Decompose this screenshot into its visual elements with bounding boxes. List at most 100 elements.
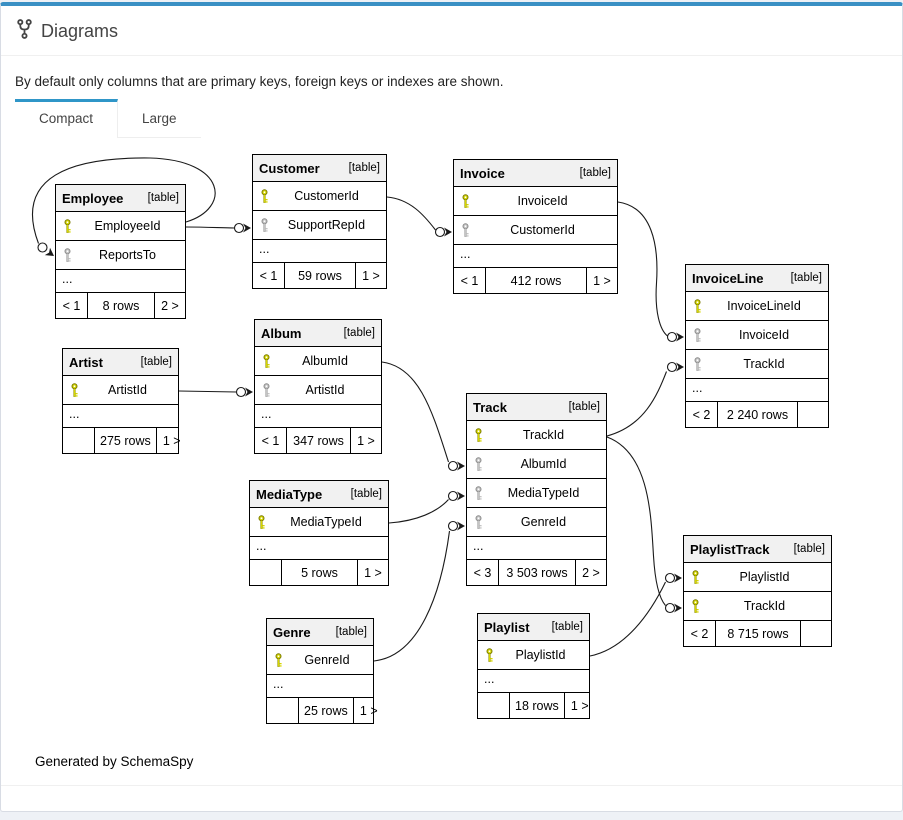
table-badge: [table] bbox=[148, 192, 179, 204]
column-name: GenreId bbox=[521, 515, 566, 529]
card-footer bbox=[1, 785, 902, 815]
column-name: InvoiceId bbox=[517, 194, 567, 208]
primary-key-icon bbox=[484, 648, 495, 666]
column-name: InvoiceLineId bbox=[727, 299, 801, 313]
more-columns-ellipsis: ... bbox=[467, 537, 606, 560]
column-name: TrackId bbox=[744, 599, 785, 613]
table-badge: [table] bbox=[141, 356, 172, 368]
column-CustomerId: CustomerId bbox=[454, 216, 617, 245]
table-header: Track [table] bbox=[467, 394, 606, 421]
primary-key-icon bbox=[259, 189, 270, 207]
table-MediaType: MediaType[table]MediaTypeId...5 rows1 > bbox=[249, 480, 389, 586]
column-EmployeeId: EmployeeId bbox=[56, 212, 185, 241]
column-TrackId: TrackId bbox=[467, 421, 606, 450]
column-ReportsTo: ReportsTo bbox=[56, 241, 185, 270]
table-Employee: Employee[table]EmployeeIdReportsTo...< 1… bbox=[55, 184, 186, 319]
table-name-link[interactable]: Track bbox=[473, 400, 507, 415]
primary-key-icon bbox=[62, 219, 73, 237]
pager-next-button[interactable]: 2 > bbox=[575, 560, 606, 585]
more-columns-ellipsis: ... bbox=[267, 675, 373, 698]
column-CustomerId: CustomerId bbox=[253, 182, 386, 211]
pager-next-button[interactable]: 2 > bbox=[154, 293, 185, 318]
card-header: Diagrams bbox=[1, 6, 902, 56]
tab-large[interactable]: Large bbox=[118, 99, 201, 138]
table-badge: [table] bbox=[351, 488, 382, 500]
table-badge: [table] bbox=[336, 626, 367, 638]
column-name: SupportRepId bbox=[288, 218, 365, 232]
table-name-link[interactable]: Album bbox=[261, 326, 301, 341]
pager-next-button[interactable]: 1 > bbox=[564, 693, 595, 718]
pager-next-button[interactable]: 1 > bbox=[156, 428, 187, 453]
primary-key-icon bbox=[473, 428, 484, 446]
pager-next-button bbox=[800, 621, 831, 646]
pager-next-button[interactable]: 1 > bbox=[353, 698, 384, 723]
table-Playlist: Playlist[table]PlaylistId...18 rows1 > bbox=[477, 613, 590, 719]
table-badge: [table] bbox=[791, 272, 822, 284]
pager-prev-button[interactable]: < 1 bbox=[253, 263, 285, 288]
table-name-link[interactable]: MediaType bbox=[256, 487, 322, 502]
foreign-key-icon bbox=[261, 383, 272, 401]
table-Artist: Artist[table]ArtistId...275 rows1 > bbox=[62, 348, 179, 454]
pager-prev-button[interactable]: < 2 bbox=[686, 402, 718, 427]
primary-key-icon bbox=[273, 653, 284, 671]
primary-key-icon bbox=[692, 299, 703, 317]
tab-bar: Compact Large bbox=[15, 99, 902, 138]
table-pager: 18 rows1 > bbox=[478, 693, 589, 718]
column-InvoiceId: InvoiceId bbox=[454, 187, 617, 216]
column-MediaTypeId: MediaTypeId bbox=[250, 508, 388, 537]
column-name: PlaylistId bbox=[739, 570, 789, 584]
pager-next-button[interactable]: 1 > bbox=[350, 428, 381, 453]
table-header: Artist [table] bbox=[63, 349, 178, 376]
row-count-label: 25 rows bbox=[299, 698, 353, 723]
column-name: TrackId bbox=[523, 428, 564, 442]
table-name-link[interactable]: Customer bbox=[259, 161, 320, 176]
pager-next-button[interactable]: 1 > bbox=[586, 268, 617, 293]
pager-prev-button[interactable]: < 1 bbox=[255, 428, 287, 453]
more-columns-ellipsis: ... bbox=[255, 405, 381, 428]
row-count-label: 347 rows bbox=[287, 428, 350, 453]
pager-prev-button bbox=[478, 693, 510, 718]
column-TrackId: TrackId bbox=[684, 592, 831, 621]
pager-prev-button[interactable]: < 2 bbox=[684, 621, 716, 646]
table-pager: < 1412 rows1 > bbox=[454, 268, 617, 293]
table-name-link[interactable]: Genre bbox=[273, 625, 311, 640]
table-name-link[interactable]: PlaylistTrack bbox=[690, 542, 770, 557]
row-count-label: 275 rows bbox=[95, 428, 156, 453]
table-header: InvoiceLine [table] bbox=[686, 265, 828, 292]
row-count-label: 2 240 rows bbox=[718, 402, 797, 427]
pager-next-button bbox=[797, 402, 828, 427]
column-name: ArtistId bbox=[108, 383, 147, 397]
table-name-link[interactable]: InvoiceLine bbox=[692, 271, 764, 286]
primary-key-icon bbox=[261, 354, 272, 372]
row-count-label: 18 rows bbox=[510, 693, 564, 718]
description-text: By default only columns that are primary… bbox=[15, 74, 888, 89]
column-SupportRepId: SupportRepId bbox=[253, 211, 386, 240]
foreign-key-icon bbox=[473, 457, 484, 475]
primary-key-icon bbox=[690, 599, 701, 617]
table-header: Employee [table] bbox=[56, 185, 185, 212]
table-header: PlaylistTrack[table] bbox=[684, 536, 831, 563]
table-pager: < 33 503 rows2 > bbox=[467, 560, 606, 585]
table-badge: [table] bbox=[349, 162, 380, 174]
column-PlaylistId: PlaylistId bbox=[684, 563, 831, 592]
column-name: PlaylistId bbox=[515, 648, 565, 662]
pager-prev-button[interactable]: < 3 bbox=[467, 560, 499, 585]
table-pager: < 22 240 rows bbox=[686, 402, 828, 427]
table-name-link[interactable]: Playlist bbox=[484, 620, 530, 635]
pager-next-button[interactable]: 1 > bbox=[355, 263, 386, 288]
primary-key-icon bbox=[69, 383, 80, 401]
table-name-link[interactable]: Invoice bbox=[460, 166, 505, 181]
column-AlbumId: AlbumId bbox=[255, 347, 381, 376]
table-Track: Track[table]TrackIdAlbumIdMediaTypeIdGen… bbox=[466, 393, 607, 586]
table-pager: < 159 rows1 > bbox=[253, 263, 386, 288]
more-columns-ellipsis: ... bbox=[253, 240, 386, 263]
tab-compact[interactable]: Compact bbox=[15, 99, 118, 138]
table-pager: < 1347 rows1 > bbox=[255, 428, 381, 453]
table-name-link[interactable]: Artist bbox=[69, 355, 103, 370]
pager-prev-button[interactable]: < 1 bbox=[56, 293, 88, 318]
table-name-link[interactable]: Employee bbox=[62, 191, 123, 206]
pager-next-button[interactable]: 1 > bbox=[357, 560, 388, 585]
table-badge: [table] bbox=[569, 401, 600, 413]
table-PlaylistTrack: PlaylistTrack[table] PlaylistIdTrackId < 2… bbox=[683, 535, 832, 647]
pager-prev-button[interactable]: < 1 bbox=[454, 268, 486, 293]
